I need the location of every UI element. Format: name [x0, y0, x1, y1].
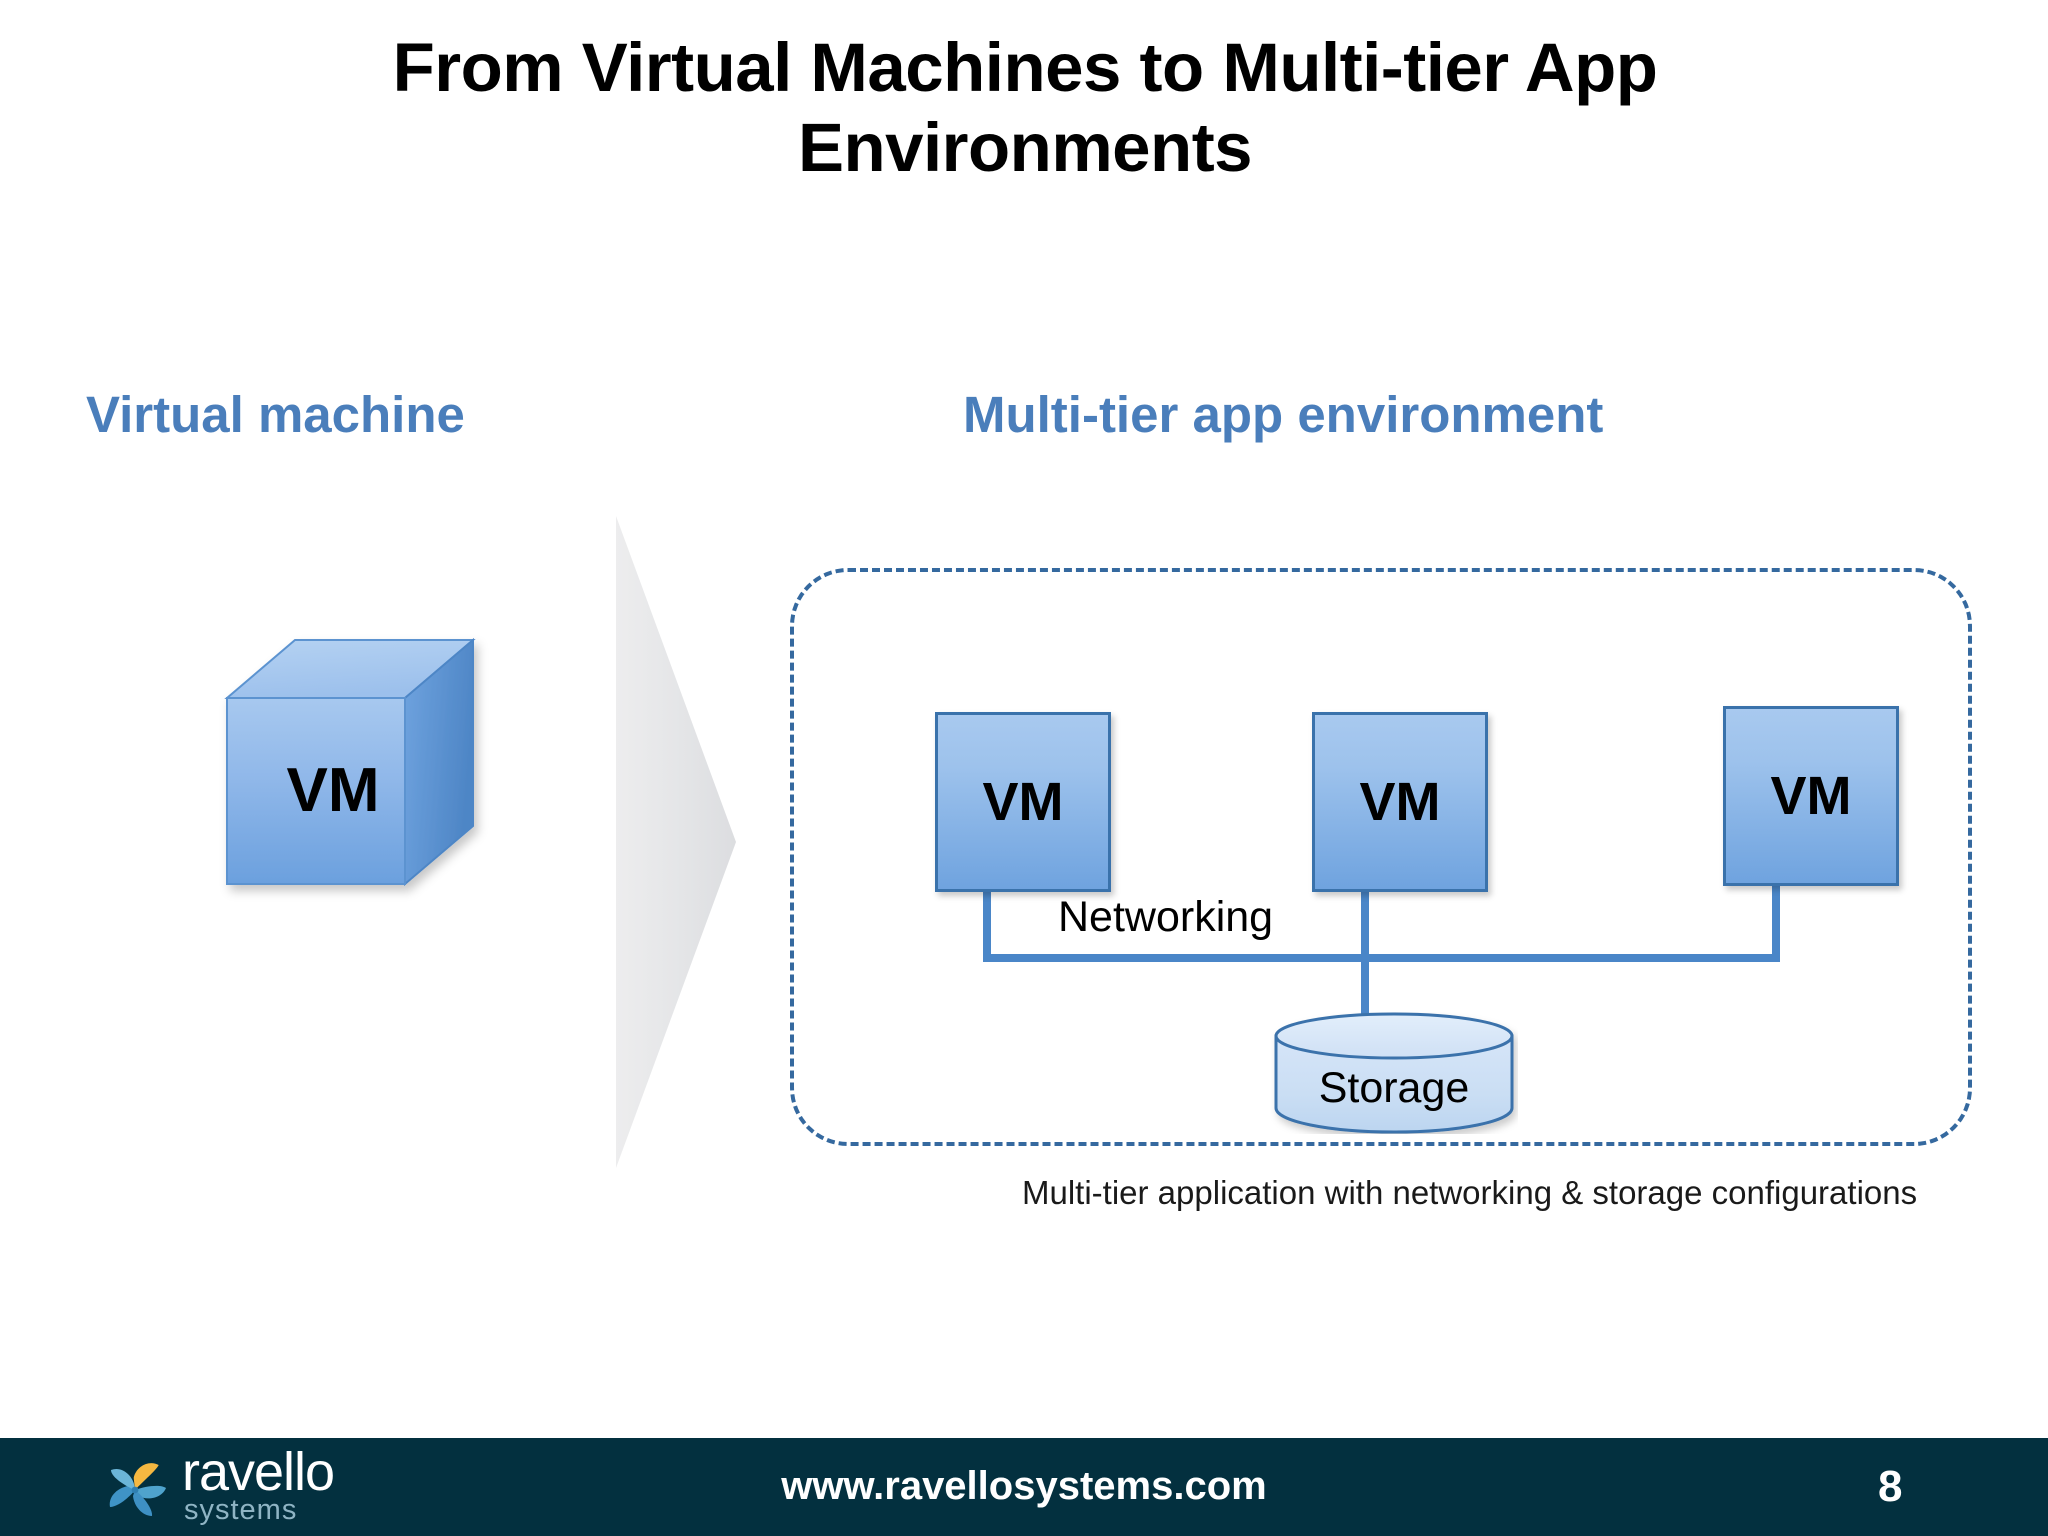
vm-node-label: VM: [1359, 772, 1441, 832]
section-heading-virtual-machine: Virtual machine: [86, 386, 465, 443]
vm-node-2[interactable]: VM: [1312, 712, 1488, 892]
brand-subtitle: systems: [184, 1494, 298, 1526]
page-number: 8: [1878, 1462, 1903, 1511]
storage-cylinder-icon[interactable]: [1270, 1012, 1518, 1134]
vm-node-label: VM: [982, 772, 1064, 832]
vm-node-label: VM: [1770, 766, 1852, 826]
vm-cube-icon: [224, 637, 476, 887]
vm-node-1[interactable]: VM: [935, 712, 1111, 892]
environment-caption: Multi-tier application with networking &…: [1022, 1174, 1918, 1211]
networking-label: Networking: [1058, 893, 1274, 941]
environment-boundary: [790, 568, 1972, 1146]
footer-bar: ravello systems www.ravellosystems.com 8: [0, 1438, 2048, 1536]
vm-node-3[interactable]: VM: [1723, 706, 1899, 886]
ravello-pinwheel-logo-icon: [109, 1463, 166, 1516]
section-heading-multi-tier: Multi-tier app environment: [963, 386, 1604, 443]
footer-url[interactable]: www.ravellosystems.com: [781, 1464, 1267, 1508]
brand-name: ravello: [182, 1442, 335, 1502]
page-title: From Virtual Machines to Multi-tier App …: [392, 29, 1658, 187]
transition-arrow-icon: [616, 516, 736, 1168]
